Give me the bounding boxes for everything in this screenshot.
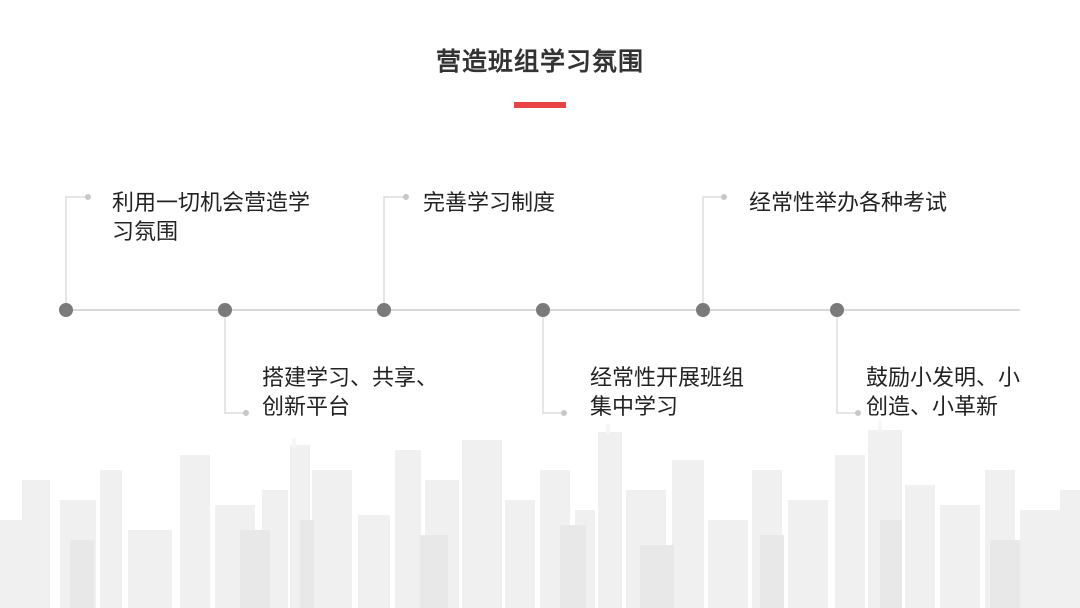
bullet-dot-5 — [721, 194, 727, 200]
timeline-item-4: 经常性开展班组 集中学习 — [590, 364, 744, 422]
timeline-node-1 — [59, 303, 73, 317]
timeline-node-4 — [536, 303, 550, 317]
connector-6 — [836, 310, 857, 414]
connector-5 — [702, 196, 723, 310]
connector-2 — [224, 310, 245, 414]
timeline-item-5: 经常性举办各种考试 — [749, 189, 947, 218]
bullet-dot-2 — [243, 410, 249, 416]
timeline-item-5-line1: 经常性举办各种考试 — [749, 191, 948, 216]
timeline-item-3: 完善学习制度 — [423, 189, 555, 218]
connector-3 — [383, 196, 404, 310]
timeline-node-2 — [218, 303, 232, 317]
timeline-item-1: 利用一切机会营造学 习氛围 — [112, 189, 310, 247]
timeline-item-4-line2: 集中学习 — [590, 395, 679, 420]
timeline-item-2-line1: 搭建学习、共享、 — [262, 366, 439, 391]
timeline-node-5 — [696, 303, 710, 317]
timeline-item-2-line2: 创新平台 — [262, 395, 351, 420]
timeline-item-4-line1: 经常性开展班组 — [590, 366, 745, 391]
bullet-dot-4 — [561, 410, 567, 416]
timeline-node-6 — [830, 303, 844, 317]
timeline-item-6: 鼓励小发明、小 创造、小革新 — [866, 364, 1020, 422]
timeline-node-3 — [377, 303, 391, 317]
timeline-item-6-line1: 鼓励小发明、小 — [866, 366, 1021, 391]
bullet-dot-1 — [85, 194, 91, 200]
connector-1 — [65, 196, 86, 310]
timeline-item-1-line2: 习氛围 — [112, 220, 179, 245]
bullet-dot-3 — [403, 194, 409, 200]
page-title: 营造班组学习氛围 — [435, 47, 644, 76]
timeline-item-1-line1: 利用一切机会营造学 — [112, 191, 311, 216]
bullet-dot-6 — [855, 410, 861, 416]
title-underline-bar — [514, 102, 566, 108]
connector-4 — [542, 310, 563, 414]
timeline-item-2: 搭建学习、共享、 创新平台 — [262, 364, 438, 422]
timeline-item-3-line1: 完善学习制度 — [423, 191, 556, 216]
timeline-item-6-line2: 创造、小革新 — [866, 395, 999, 420]
